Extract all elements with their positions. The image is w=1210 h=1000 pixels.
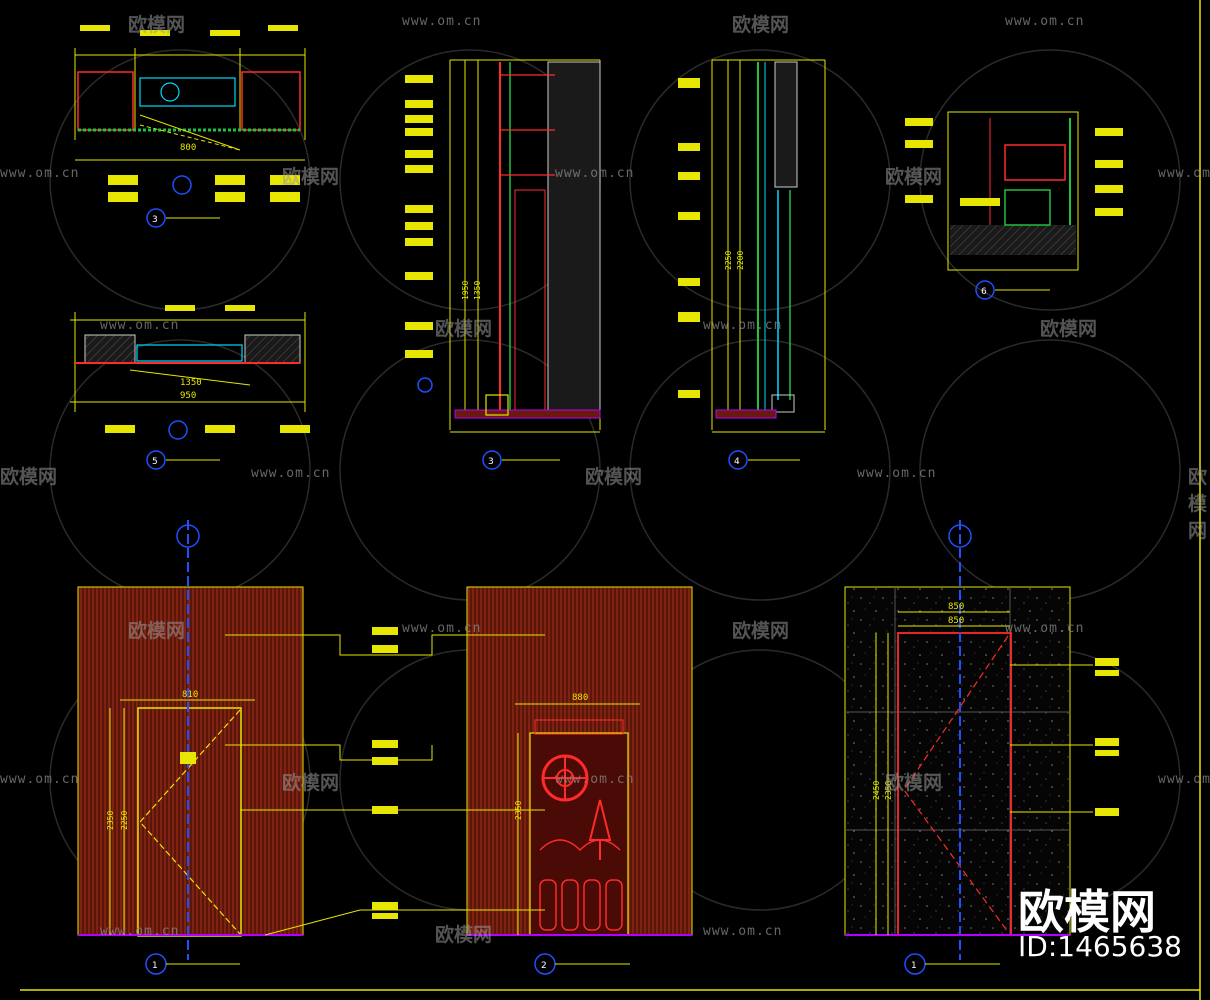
watermark-url: www.om.cn (555, 166, 635, 181)
brand-id: ID:1465638 (1018, 930, 1182, 963)
watermark-url: www.om.cn (402, 14, 482, 29)
watermark-logo: 欧模网 (0, 466, 58, 488)
watermark-url: www.om.cn (1158, 772, 1210, 787)
material-callouts (225, 627, 545, 936)
elevation-right: 850 850 2450 2350 1 (844, 520, 1119, 975)
plan-detail-1: 800 3 (74, 25, 306, 228)
watermark-logo: 欧模网 (1188, 466, 1208, 542)
dim-elev-left-width: 810 (182, 690, 198, 700)
marker-label: 1 (152, 961, 158, 971)
elevation-middle: 880 2350 2 (466, 586, 693, 975)
elevation-left: 810 2350 2250 1 (77, 520, 304, 975)
dim-section-a-h2: 1350 (473, 281, 482, 300)
watermark-logo: 欧模网 (885, 772, 943, 794)
watermark-url: www.om.cn (1158, 166, 1210, 181)
dim-elev-right-h2: 2350 (884, 781, 893, 800)
dim-elev-right-w2: 850 (948, 616, 964, 626)
dim-section-a-h1: 1950 (461, 281, 470, 300)
dim-plan-mid-a: 1350 (180, 378, 202, 388)
marker-label: 2 (541, 961, 547, 971)
watermark-logo: 欧模网 (1040, 318, 1098, 340)
marker-label: 4 (734, 457, 740, 467)
dim-elev-left-h1: 2350 (106, 811, 115, 830)
plan-detail-2: 1350 950 5 (70, 305, 310, 470)
watermark-url: www.om.cn (251, 466, 331, 481)
watermark-logo: 欧模网 (585, 466, 643, 488)
watermark-url: www.om.cn (555, 772, 635, 787)
watermark-url: www.om.cn (703, 318, 783, 333)
watermark-logo: 欧模网 (128, 620, 186, 642)
watermark-url: www.om.cn (1005, 621, 1085, 636)
watermark-logo: 欧模网 (128, 14, 186, 36)
dim-section-b-h1: 2250 (724, 251, 733, 270)
marker-label: 3 (152, 215, 158, 225)
dim-plan-top-width: 800 (180, 143, 196, 153)
dim-elev-right-w1: 850 (948, 602, 964, 612)
dim-elev-left-h2: 2250 (120, 811, 129, 830)
watermark-logo: 欧模网 (435, 924, 493, 946)
watermark-url: www.om.cn (100, 924, 180, 939)
section-detail-1: 1950 1350 3 (405, 59, 601, 470)
corner-detail: 6 (905, 111, 1123, 300)
watermark-logo: 欧模网 (435, 318, 493, 340)
watermark-url: www.om.cn (857, 466, 937, 481)
marker-label: 5 (152, 457, 158, 467)
dim-elev-mid-width: 880 (572, 693, 588, 703)
watermark-logo: 欧模网 (282, 166, 340, 188)
section-detail-2: 2250 2200 4 (678, 59, 826, 470)
marker-label: 3 (488, 457, 494, 467)
watermark-url: www.om.cn (100, 318, 180, 333)
watermark-url: www.om.cn (0, 166, 80, 181)
watermark-url: www.om.cn (703, 924, 783, 939)
watermark-logo: 欧模网 (732, 620, 790, 642)
watermark-url: www.om.cn (0, 772, 80, 787)
watermark-url: www.om.cn (402, 621, 482, 636)
watermark-logo: 欧模网 (282, 772, 340, 794)
dim-section-b-h2: 2200 (736, 251, 745, 270)
watermark-logo: 欧模网 (885, 166, 943, 188)
dim-plan-mid-b: 950 (180, 391, 196, 401)
dim-elev-right-h1: 2450 (872, 781, 881, 800)
watermark-url: www.om.cn (1005, 14, 1085, 29)
brand-name: 欧模网 (1018, 885, 1156, 939)
sheet-border (20, 0, 1201, 1000)
marker-label: 6 (981, 287, 987, 297)
watermark-logo: 欧模网 (732, 14, 790, 36)
marker-label: 1 (911, 961, 917, 971)
